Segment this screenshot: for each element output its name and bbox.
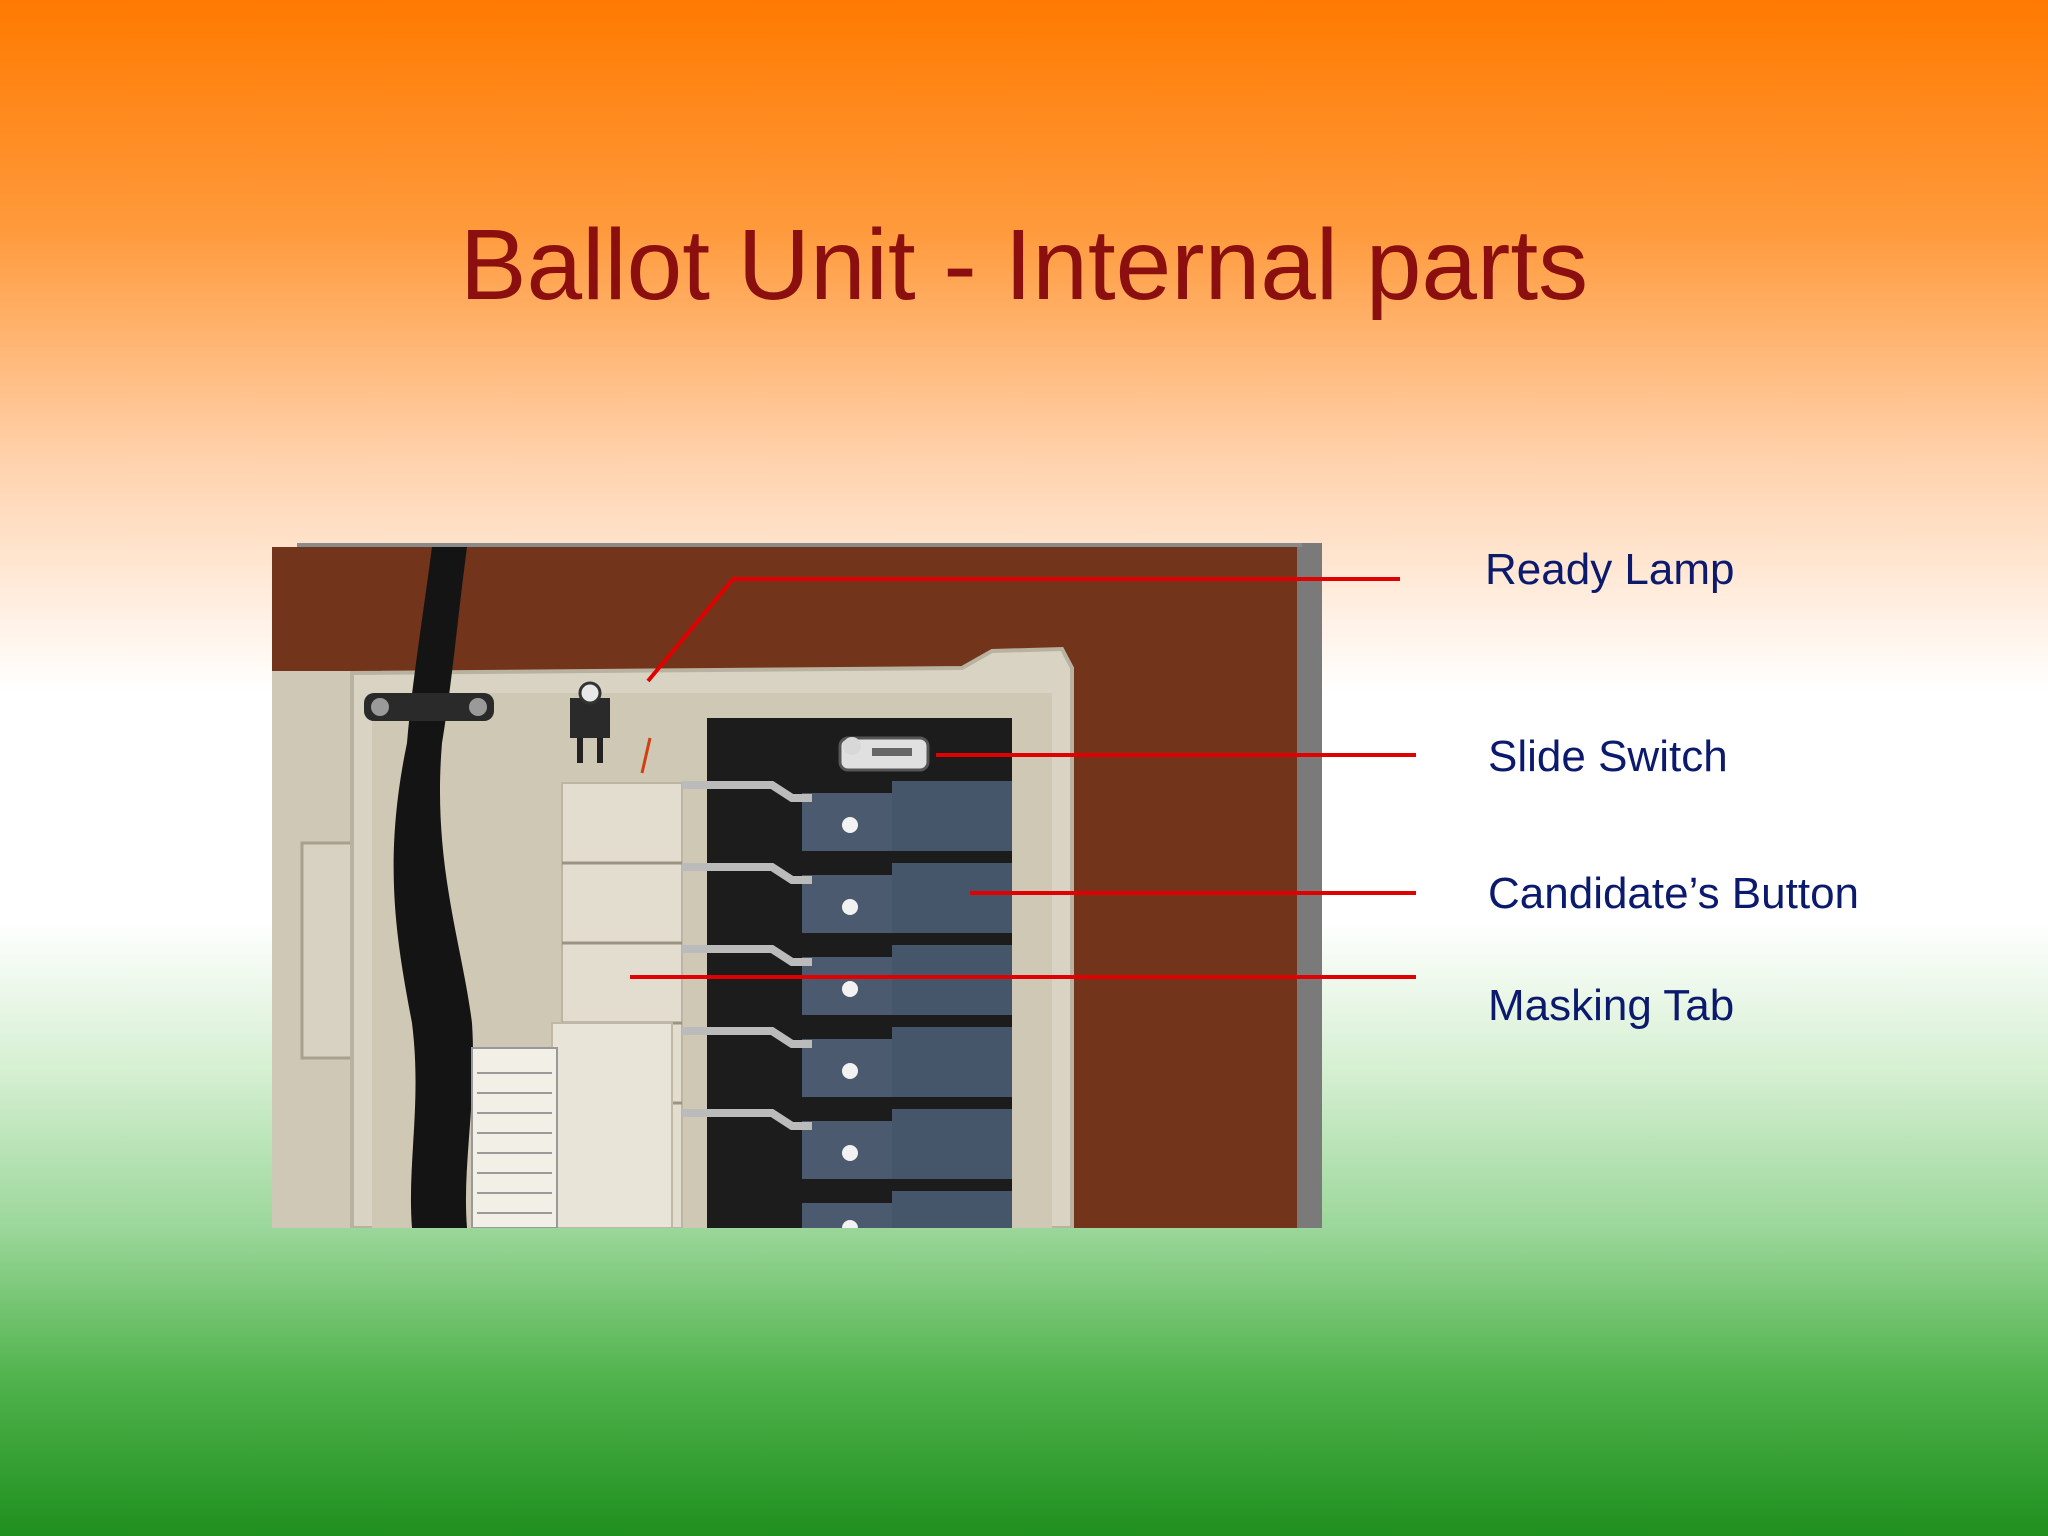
ballot-unit-photo [272, 543, 1322, 1228]
slide-title: Ballot Unit - Internal parts [459, 209, 1589, 321]
candidate-button-label: Candidate’s Button [1488, 869, 1860, 918]
ready-lamp-leader-line [646, 577, 1400, 683]
masking-tab-label: Masking Tab [1488, 981, 1735, 1030]
slide-switch-label: Slide Switch [1488, 732, 1728, 781]
ready-lamp-label: Ready Lamp [1485, 545, 1735, 594]
